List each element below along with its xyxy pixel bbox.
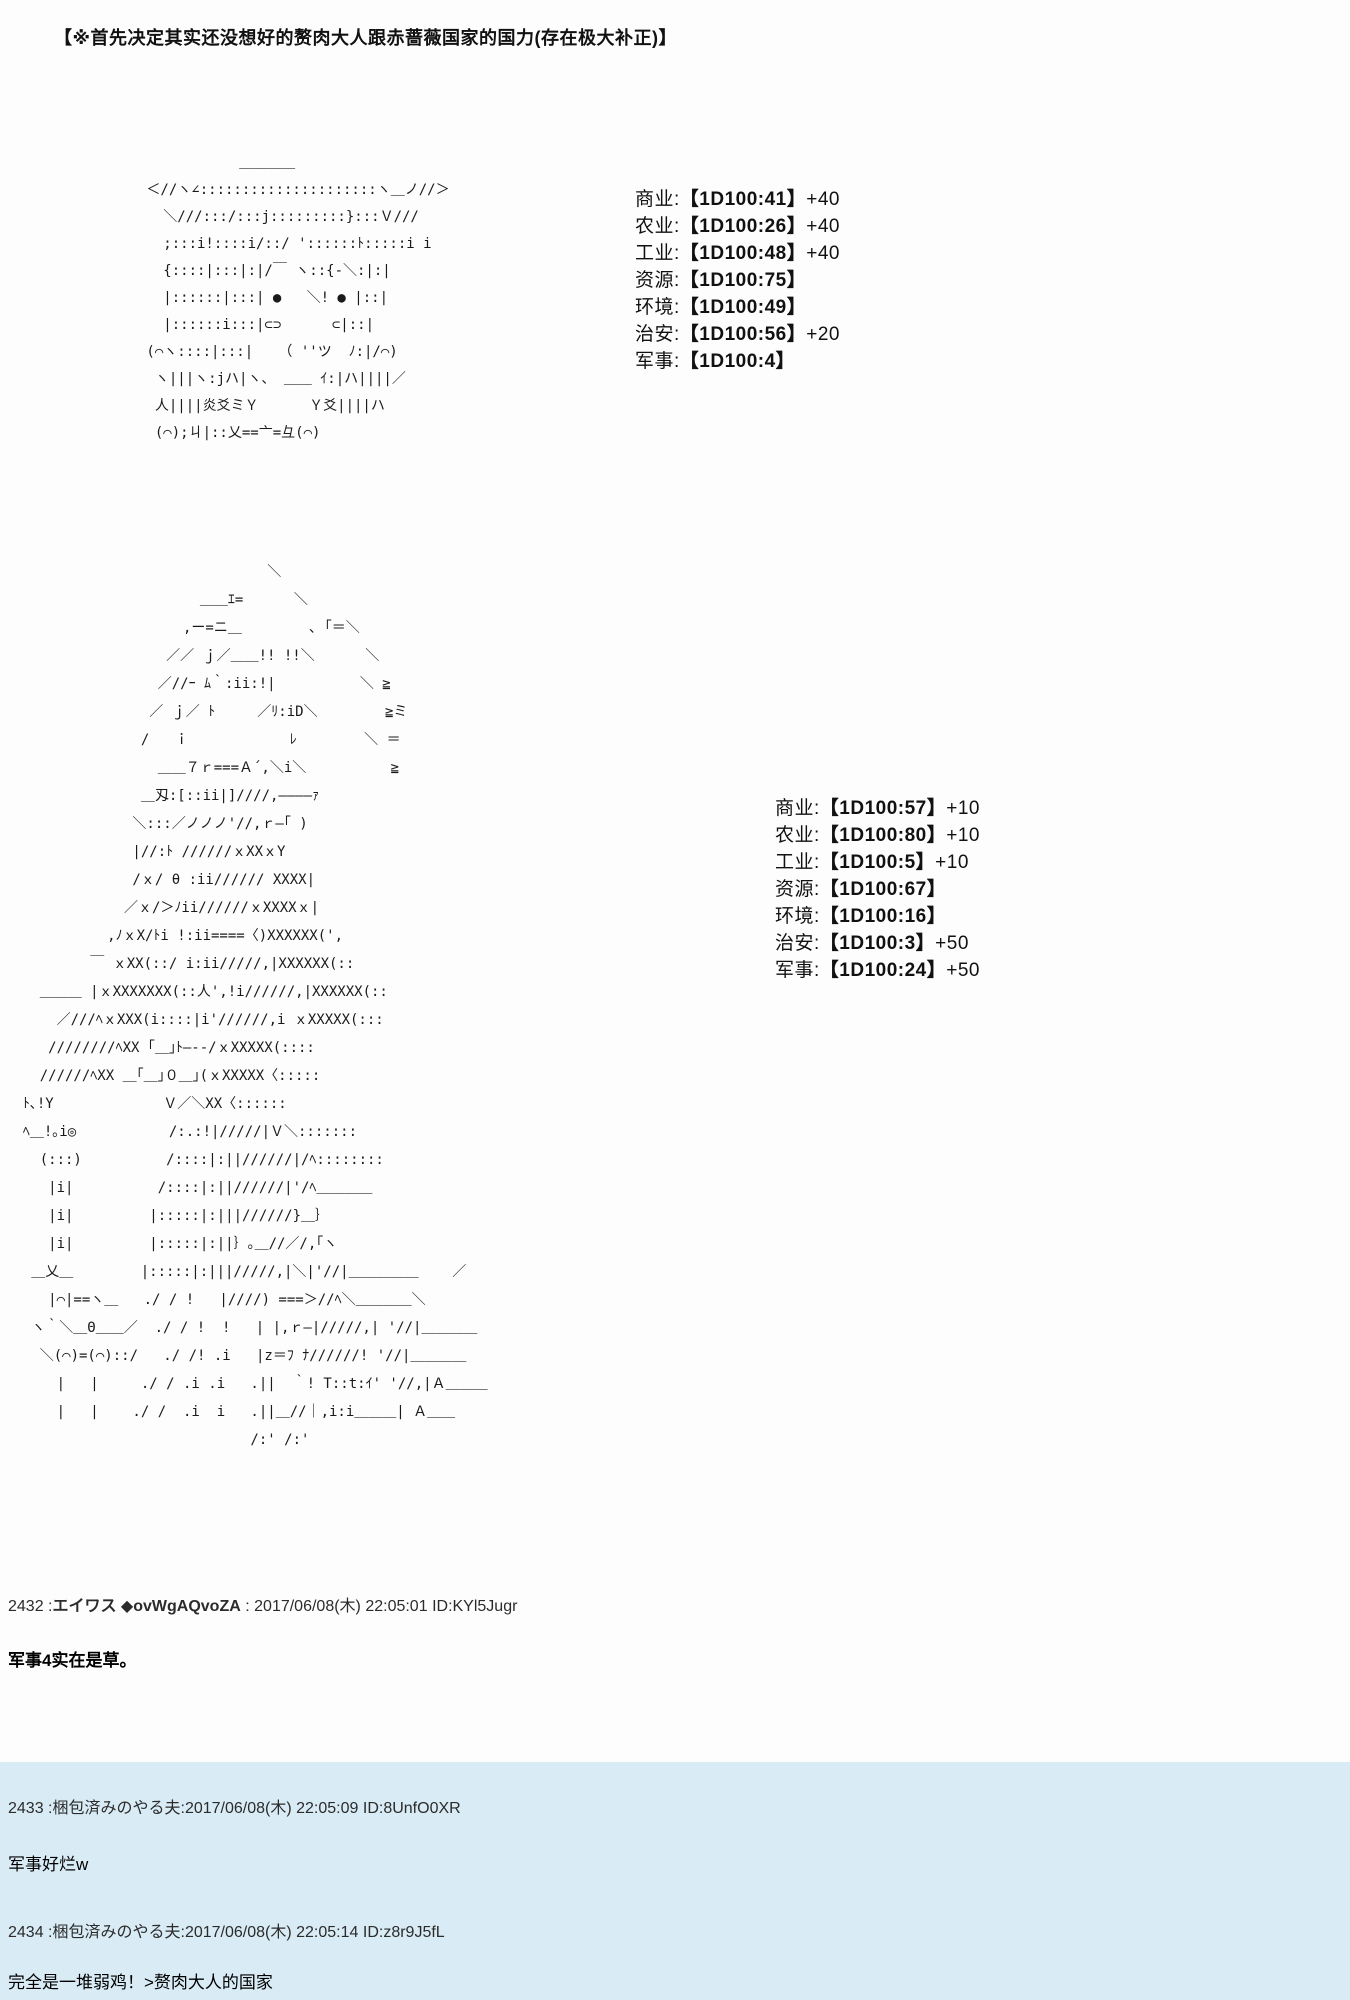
stat-bonus: +50 [946, 960, 980, 981]
post-number: 2433 [8, 1800, 44, 1817]
post-author: 梱包済みのやる夫 [52, 1924, 181, 1941]
stat-dice-roll: 【1D100:49】 [679, 297, 807, 318]
reply-section [0, 1762, 1350, 2000]
stat-dice-roll: 【1D100:16】 [819, 906, 947, 927]
stat-label: 资源: [635, 270, 680, 291]
stat-row: 军事:【1D100:4】 [635, 348, 840, 375]
post-separator: : [43, 1924, 53, 1941]
stat-row: 环境:【1D100:49】 [635, 294, 840, 321]
stat-row: 商业:【1D100:57】+10 [775, 795, 980, 822]
post-header: 2434 :梱包済みのやる夫:2017/06/08(木) 22:05:14 ID… [8, 1918, 445, 1942]
stat-bonus: +10 [946, 798, 980, 819]
stat-label: 环境: [775, 906, 820, 927]
post-separator: : [180, 1924, 185, 1941]
nation-stats-block-2: 商业:【1D100:57】+10 农业:【1D100:80】+10 工业:【1D… [775, 795, 980, 984]
post-separator: : [43, 1800, 53, 1817]
post-header: 2433 :梱包済みのやる夫:2017/06/08(木) 22:05:09 ID… [8, 1794, 461, 1818]
thread-note-title: 【※首先决定其实还没想好的赘肉大人跟赤蔷薇国家的国力(存在极大补正)】 [54, 28, 677, 48]
stat-row: 农业:【1D100:26】+40 [635, 213, 840, 240]
post-datetime: 2017/06/08(木) 22:05:14 [184, 1924, 359, 1941]
stat-dice-roll: 【1D100:3】 [819, 933, 936, 954]
post-separator: : [180, 1800, 185, 1817]
stat-label: 环境: [635, 297, 680, 318]
stat-row: 治安:【1D100:56】+20 [635, 321, 840, 348]
stat-label: 农业: [775, 825, 820, 846]
stat-row: 资源:【1D100:67】 [775, 876, 980, 903]
post-datetime: 2017/06/08(木) 22:05:09 [184, 1800, 359, 1817]
post-id: ID:KYl5Jugr [432, 1598, 518, 1615]
stat-bonus: +40 [806, 243, 840, 264]
post-author: 梱包済みのやる夫 [52, 1800, 181, 1817]
stat-dice-roll: 【1D100:75】 [679, 270, 807, 291]
post-datetime: 2017/06/08(木) 22:05:01 [254, 1598, 428, 1615]
stat-bonus: +10 [935, 852, 969, 873]
stat-dice-roll: 【1D100:56】 [679, 324, 807, 345]
stat-row: 军事:【1D100:24】+50 [775, 957, 980, 984]
stat-dice-roll: 【1D100:57】 [819, 798, 947, 819]
stat-dice-roll: 【1D100:24】 [819, 960, 947, 981]
ascii-art-character-1: ＿＿＿＿ ＜//ヽ∠:::::::::::::::::::::ヽ＿ノ//＞ ＼/… [146, 155, 450, 441]
stat-bonus: +20 [806, 324, 840, 345]
ascii-art-character-2: ＼ ＿＿ｴ= ＼ ,ー=ニ＿ ､ ｢＝＼ ／／ ｊ／＿＿!! !!＼ ＼ ／//… [22, 564, 488, 1448]
stat-dice-roll: 【1D100:48】 [679, 243, 807, 264]
post-id: ID:z8r9J5fL [362, 1924, 445, 1941]
stat-bonus: +10 [946, 825, 980, 846]
stat-label: 商业: [775, 798, 820, 819]
stat-label: 治安: [635, 324, 680, 345]
stat-bonus: +40 [806, 216, 840, 237]
post-author: エイワス ◆ovWgAQvoZA [52, 1598, 241, 1615]
stat-row: 治安:【1D100:3】+50 [775, 930, 980, 957]
stat-label: 治安: [775, 933, 820, 954]
stat-label: 军事: [635, 351, 680, 372]
stat-row: 资源:【1D100:75】 [635, 267, 840, 294]
post-body: 完全是一堆弱鸡！>赘肉大人的国家 [8, 1973, 273, 1992]
stat-dice-roll: 【1D100:5】 [819, 852, 936, 873]
stat-row: 商业:【1D100:41】+40 [635, 186, 840, 213]
stat-dice-roll: 【1D100:26】 [679, 216, 807, 237]
stat-dice-roll: 【1D100:80】 [819, 825, 947, 846]
post-number: 2434 [8, 1924, 44, 1941]
stat-dice-roll: 【1D100:41】 [679, 189, 807, 210]
stat-row: 环境:【1D100:16】 [775, 903, 980, 930]
stat-row: 农业:【1D100:80】+10 [775, 822, 980, 849]
stat-label: 农业: [635, 216, 680, 237]
stat-label: 工业: [775, 852, 820, 873]
stat-dice-roll: 【1D100:4】 [679, 351, 796, 372]
stat-bonus: +50 [935, 933, 969, 954]
post-id: ID:8UnfO0XR [362, 1800, 461, 1817]
post-header: 2432 :エイワス ◆ovWgAQvoZA : 2017/06/08(木) 2… [8, 1592, 517, 1616]
stat-row: 工业:【1D100:48】+40 [635, 240, 840, 267]
stat-label: 资源: [775, 879, 820, 900]
stat-dice-roll: 【1D100:67】 [819, 879, 947, 900]
post-body: 军事好烂w [8, 1855, 89, 1874]
stat-label: 商业: [635, 189, 680, 210]
stat-row: 工业:【1D100:5】+10 [775, 849, 980, 876]
stat-label: 工业: [635, 243, 680, 264]
nation-stats-block-1: 商业:【1D100:41】+40 农业:【1D100:26】+40 工业:【1D… [635, 186, 840, 375]
stat-label: 军事: [775, 960, 820, 981]
post-separator: : [240, 1598, 250, 1615]
stat-bonus: +40 [806, 189, 840, 210]
post-body: 军事4实在是草。 [8, 1651, 137, 1670]
post-number: 2432 [8, 1598, 44, 1615]
post-separator: : [43, 1598, 53, 1615]
